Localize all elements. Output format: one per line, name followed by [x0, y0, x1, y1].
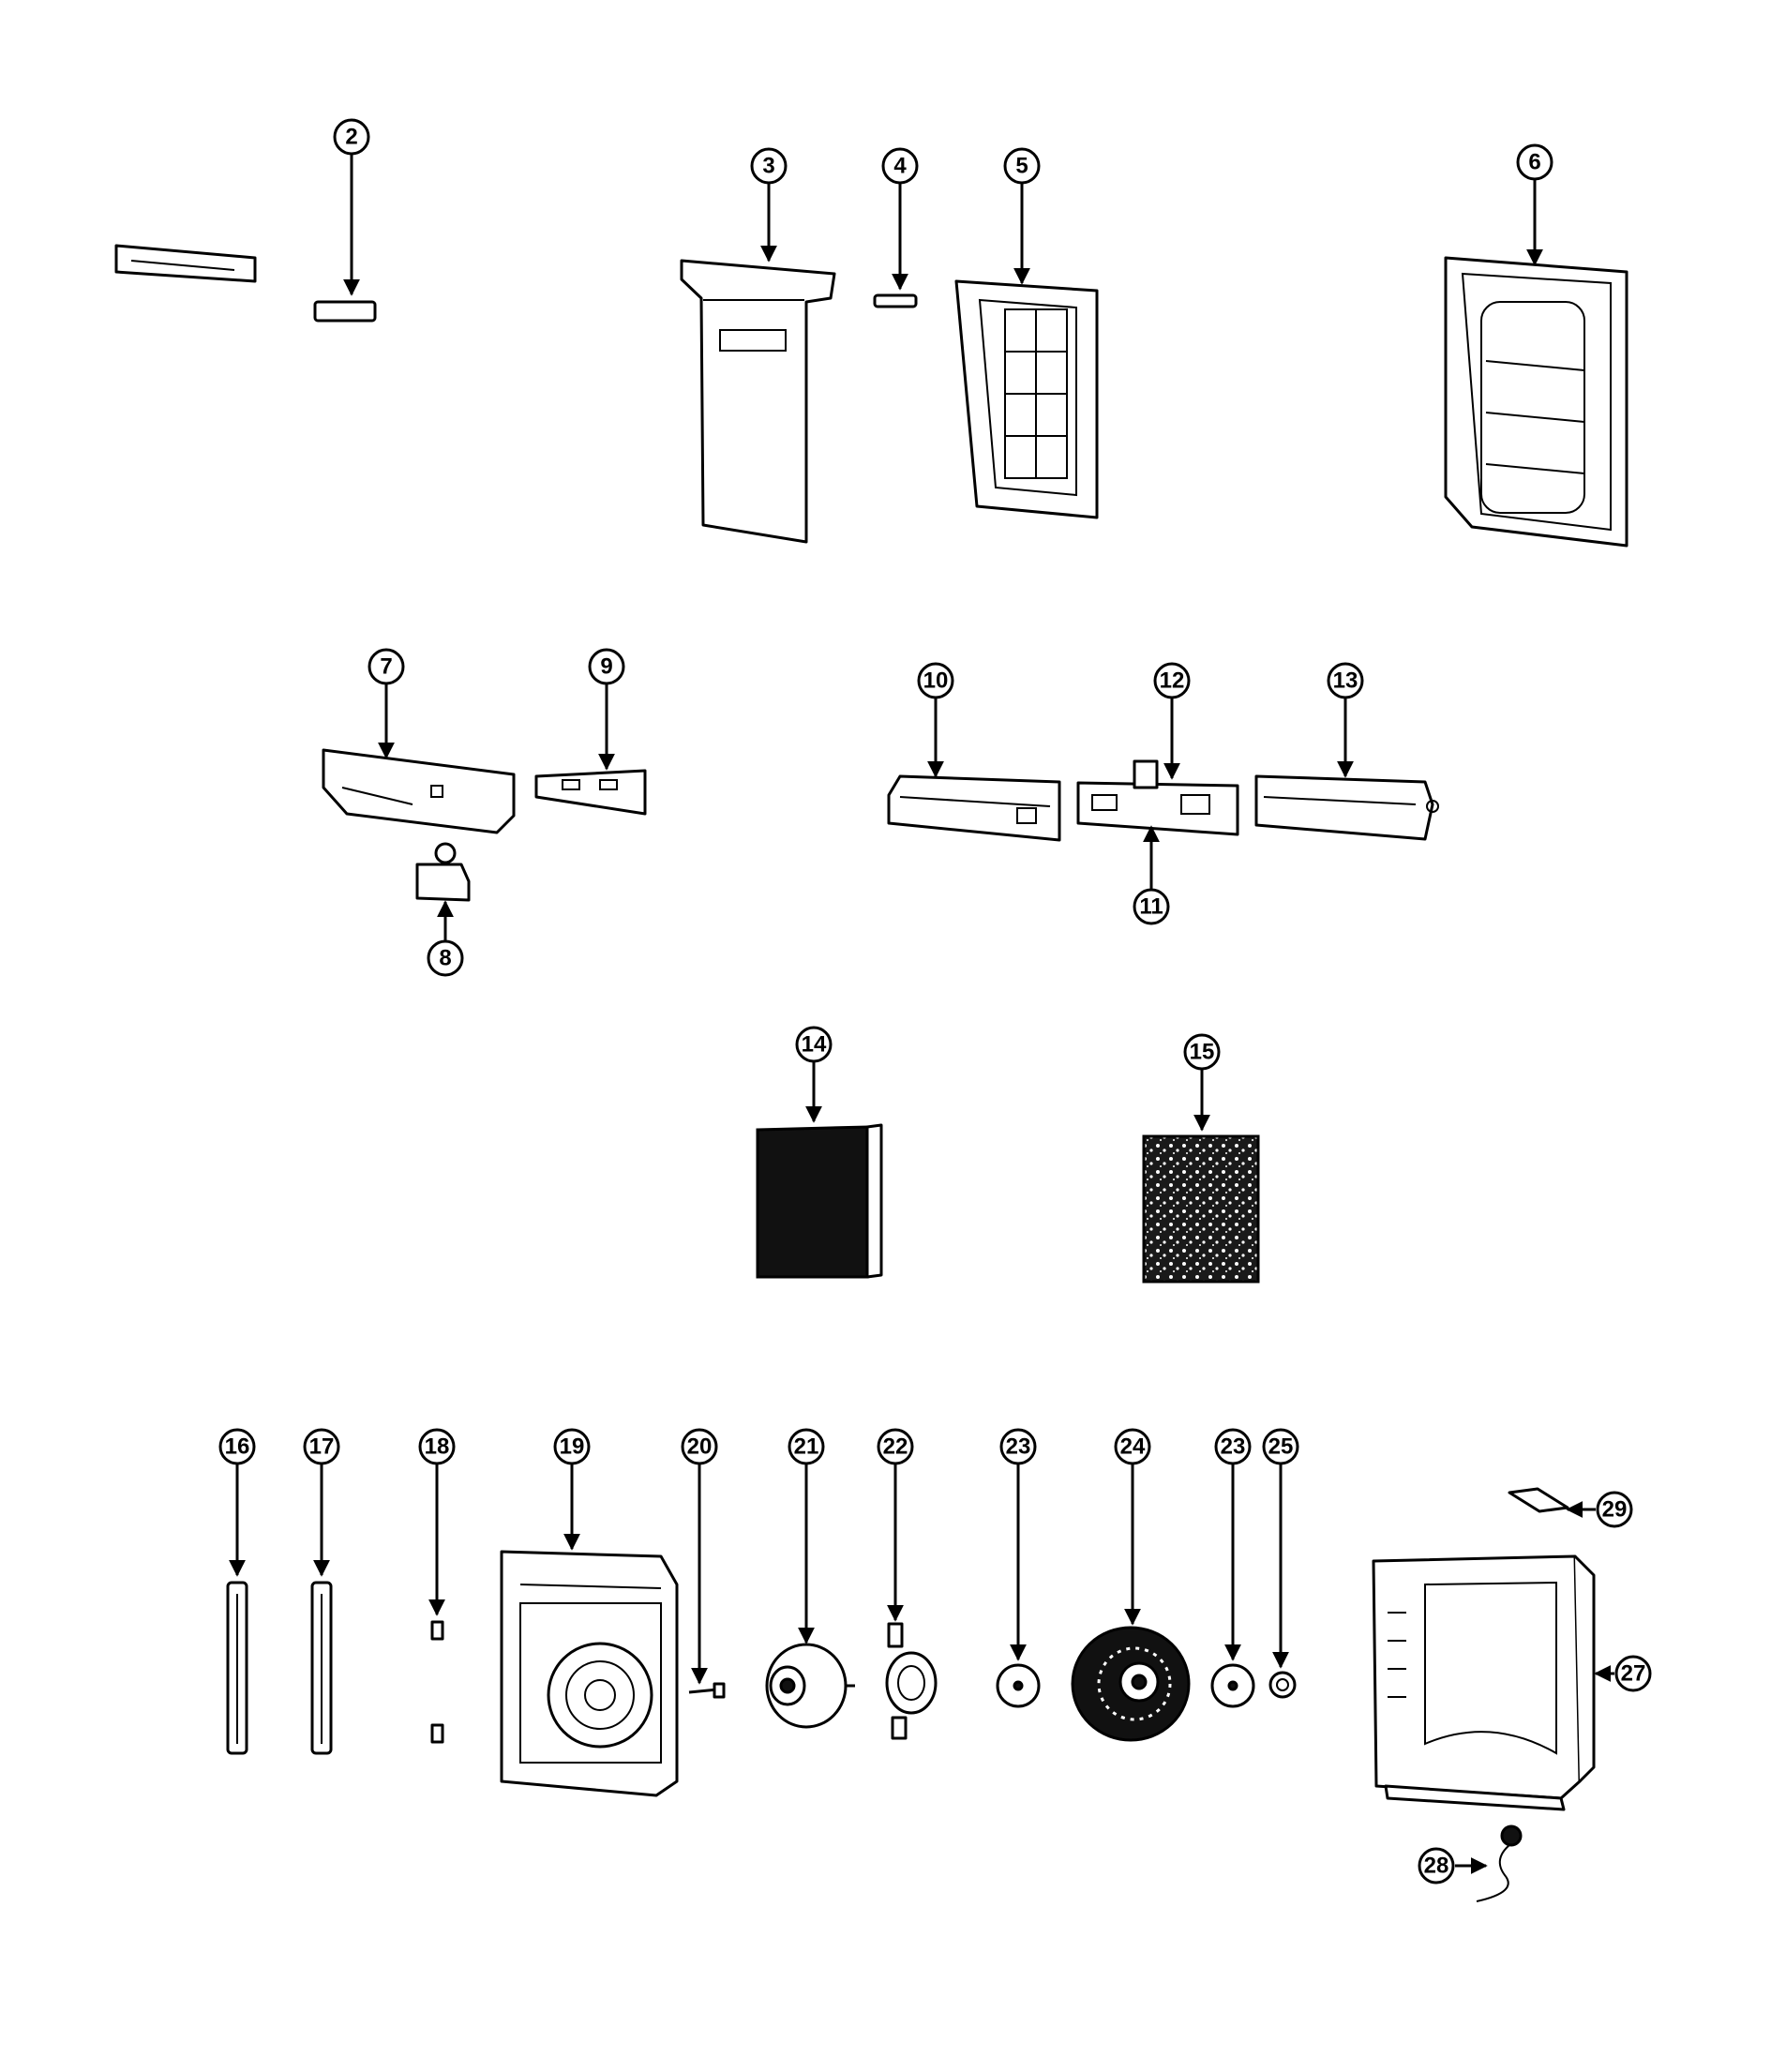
part-6-rear-grille: 6 [1444, 143, 1628, 548]
callout-14: 14 [795, 1026, 833, 1063]
callout-13: 13 [1327, 662, 1364, 699]
callout-19: 19 [553, 1428, 591, 1465]
callout-label: 16 [225, 1434, 250, 1460]
callout-15: 15 [1183, 1033, 1221, 1071]
callout-label: 13 [1333, 668, 1358, 694]
part-27-main-cabinet: 27 [1372, 1554, 1652, 1811]
callout-23b: 23 [1214, 1428, 1252, 1465]
part-19-fan-housing: 19 [500, 1428, 679, 1797]
callout-label: 4 [893, 154, 907, 179]
part-24-blower-wheel: 24 [1071, 1428, 1191, 1742]
callout-label: 18 [425, 1434, 450, 1460]
part-3-front-panel: 3 [680, 147, 836, 544]
callout-16: 16 [218, 1428, 256, 1465]
callout-23a: 23 [999, 1428, 1037, 1465]
callout-9: 9 [588, 648, 625, 685]
part-12-main-board: 12 [1076, 662, 1239, 836]
callout-label: 22 [883, 1434, 908, 1460]
callout-7: 7 [368, 648, 405, 685]
callout-6: 6 [1516, 143, 1553, 181]
part-20-screw: 20 [681, 1428, 726, 1699]
callout-29: 29 [1596, 1491, 1633, 1528]
callout-label: 14 [802, 1032, 827, 1058]
callout-label: 24 [1120, 1434, 1146, 1460]
callout-label: 27 [1621, 1661, 1646, 1687]
part-11-board-bracket: 11 [1133, 825, 1170, 925]
callout-label: 29 [1602, 1497, 1628, 1523]
callout-4: 4 [881, 147, 919, 185]
part-23-washer-right: 23 [1210, 1428, 1255, 1708]
callout-label: 21 [794, 1434, 819, 1460]
callout-27: 27 [1614, 1655, 1652, 1692]
part-5-filter-frame: 5 [954, 147, 1099, 519]
part-16-side-rail: 16 [218, 1428, 256, 1755]
callout-label: 2 [345, 125, 357, 150]
callout-label: 9 [600, 654, 612, 680]
callout-5: 5 [1003, 147, 1041, 185]
part-2-button-cap: 2 [313, 118, 377, 323]
callout-label: 7 [380, 654, 392, 680]
callout-label: 23 [1221, 1434, 1246, 1460]
callout-28: 28 [1418, 1847, 1455, 1884]
callout-label: 20 [687, 1434, 713, 1460]
part-28-power-cord: 28 [1418, 1824, 1523, 1902]
part-17-side-rail: 17 [303, 1428, 340, 1755]
part-8-switch-actuator: 8 [415, 842, 471, 977]
part-29-label-plate: 29 [1508, 1487, 1633, 1528]
part-15-carbon-filter: 15 [1142, 1033, 1260, 1284]
part-9-control-board: 9 [534, 648, 647, 816]
callout-label: 23 [1006, 1434, 1031, 1460]
callout-label: 8 [439, 946, 451, 971]
part-4-small-clip: 4 [873, 147, 919, 308]
callout-10: 10 [917, 662, 954, 699]
callout-20: 20 [681, 1428, 718, 1465]
callout-label: 5 [1015, 154, 1028, 179]
callout-label: 19 [560, 1434, 585, 1460]
callout-11: 11 [1133, 888, 1170, 925]
callout-2: 2 [333, 118, 370, 156]
callout-3: 3 [750, 147, 788, 185]
callout-21: 21 [788, 1428, 825, 1465]
callout-label: 12 [1160, 668, 1185, 694]
callout-label: 6 [1528, 150, 1540, 175]
callout-12: 12 [1153, 662, 1191, 699]
callout-24: 24 [1114, 1428, 1151, 1465]
callout-label: 17 [309, 1434, 335, 1460]
callout-18: 18 [418, 1428, 456, 1465]
callout-label: 11 [1139, 894, 1163, 920]
callout-label: 10 [923, 668, 949, 694]
callout-25: 25 [1262, 1428, 1299, 1465]
part-14-hepa-filter: 14 [756, 1026, 883, 1279]
part-23-washer: 23 [996, 1428, 1041, 1708]
callout-8: 8 [427, 939, 464, 977]
part-pcb-strip [114, 244, 257, 283]
part-22-motor-mount: 22 [877, 1428, 938, 1740]
part-18-clips: 18 [418, 1428, 456, 1744]
callout-17: 17 [303, 1428, 340, 1465]
callout-22: 22 [877, 1428, 914, 1465]
callout-label: 3 [762, 154, 774, 179]
part-7-control-housing: 7 [322, 648, 516, 834]
part-21-motor: 21 [765, 1428, 855, 1729]
callout-label: 15 [1190, 1040, 1215, 1065]
part-13-power-module: 13 [1254, 662, 1439, 841]
part-10-ionizer-module: 10 [887, 662, 1061, 842]
callout-label: 28 [1424, 1854, 1449, 1879]
part-25-nut: 25 [1262, 1428, 1299, 1699]
callout-label: 25 [1268, 1434, 1294, 1460]
